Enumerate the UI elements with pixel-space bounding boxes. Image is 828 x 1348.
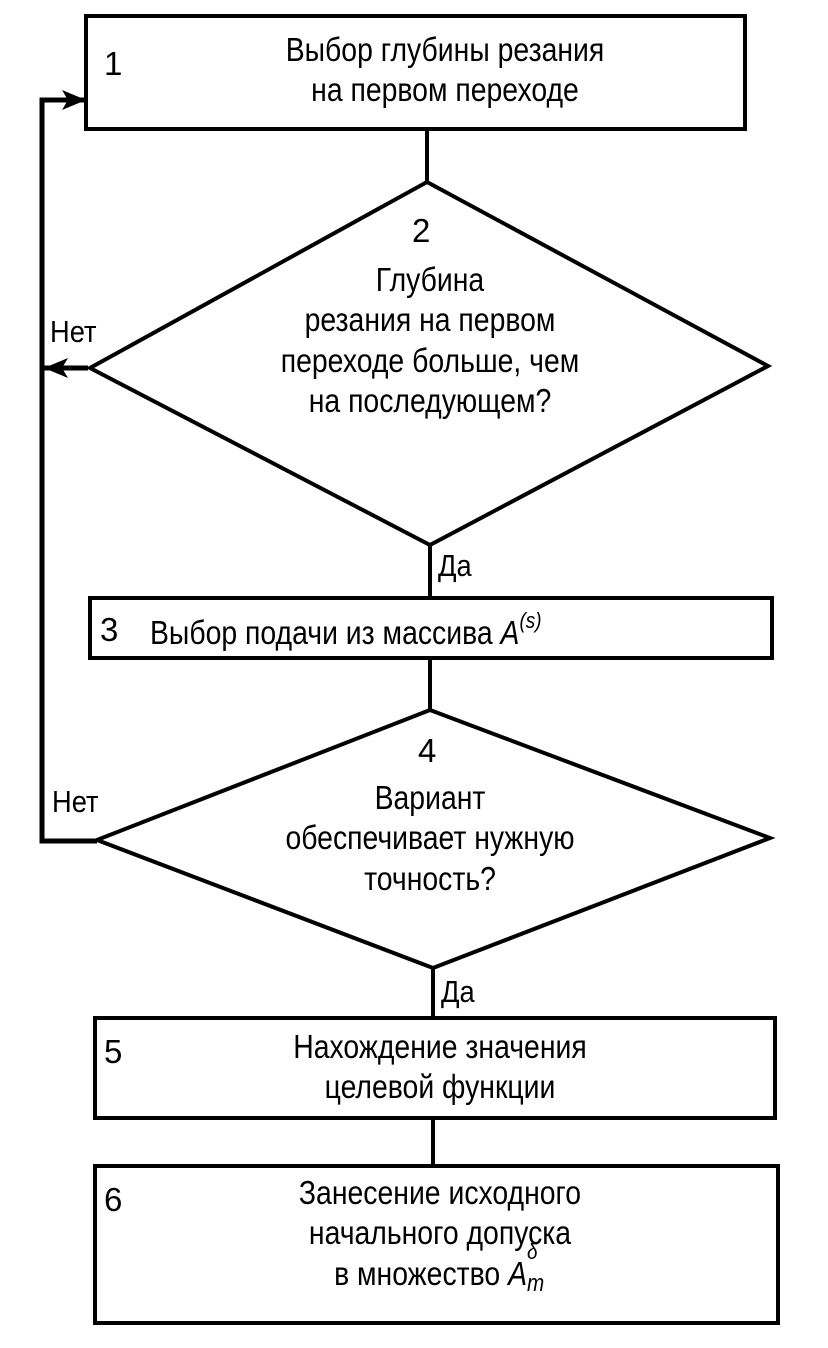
block-2-line: переходе больше, чем xyxy=(280,341,580,379)
block-2-no-label: Нет xyxy=(50,314,97,349)
loop-back-line xyxy=(39,97,97,844)
block-3-text: Выбор подачи из массива A(s) xyxy=(150,608,666,653)
block-1-line: Выбор глубины резания xyxy=(285,31,605,68)
block-3-superscript: (s) xyxy=(519,608,542,633)
block-5-line: целевой функции xyxy=(324,1068,556,1106)
block-5-number: 5 xyxy=(104,1033,123,1070)
block-6-line: начального допуска xyxy=(308,1214,572,1252)
block-2-line: Глубина xyxy=(375,261,485,298)
block-2-number: 2 xyxy=(412,212,431,249)
block-6-superscript: δ xyxy=(527,1238,538,1264)
block-6-line: Занесение исходного xyxy=(298,1174,582,1211)
block-4-yes-label: Да xyxy=(441,974,475,1009)
block-2-line: на последующем? xyxy=(308,381,552,419)
block-6-text: Занесение исходного начального допуска в… xyxy=(199,1173,681,1297)
block-4-text: Вариант обеспечивает нужную точность? xyxy=(215,778,645,899)
block-6-last-line-text: в множество xyxy=(334,1254,501,1292)
block-3-label: Выбор подачи из массива xyxy=(150,614,493,651)
block-3-number: 3 xyxy=(100,611,119,648)
block-2-yes-label: Да xyxy=(438,548,472,583)
block-1-box xyxy=(84,14,747,131)
block-4-line: Вариант xyxy=(374,779,486,816)
block-1-text: Выбор глубины резания на первом переходе xyxy=(200,30,690,111)
block-3-symbol: A xyxy=(500,614,520,651)
block-2-line: резания на первом xyxy=(304,301,556,339)
block-1-line: на первом переходе xyxy=(311,71,579,109)
block-4-line: точность? xyxy=(364,859,496,897)
block-5-line: Нахождение значения xyxy=(293,1028,587,1065)
arrowhead-no-branch-2 xyxy=(44,358,68,378)
block-5-text: Нахождение значения целевой функции xyxy=(199,1027,681,1108)
block-6-subscript: m xyxy=(527,1269,545,1297)
block-1-number: 1 xyxy=(104,45,123,82)
block-4-no-label: Нет xyxy=(52,784,99,819)
block-2-text: Глубина резания на первом переходе больш… xyxy=(206,260,653,421)
block-4-number: 4 xyxy=(418,732,437,769)
block-4-line: обеспечивает нужную xyxy=(285,819,575,857)
arrowhead-into-block-1 xyxy=(62,90,86,110)
block-6-symbol: A xyxy=(508,1254,528,1292)
block-6-number: 6 xyxy=(104,1181,123,1218)
block-6-box xyxy=(93,1164,780,1325)
